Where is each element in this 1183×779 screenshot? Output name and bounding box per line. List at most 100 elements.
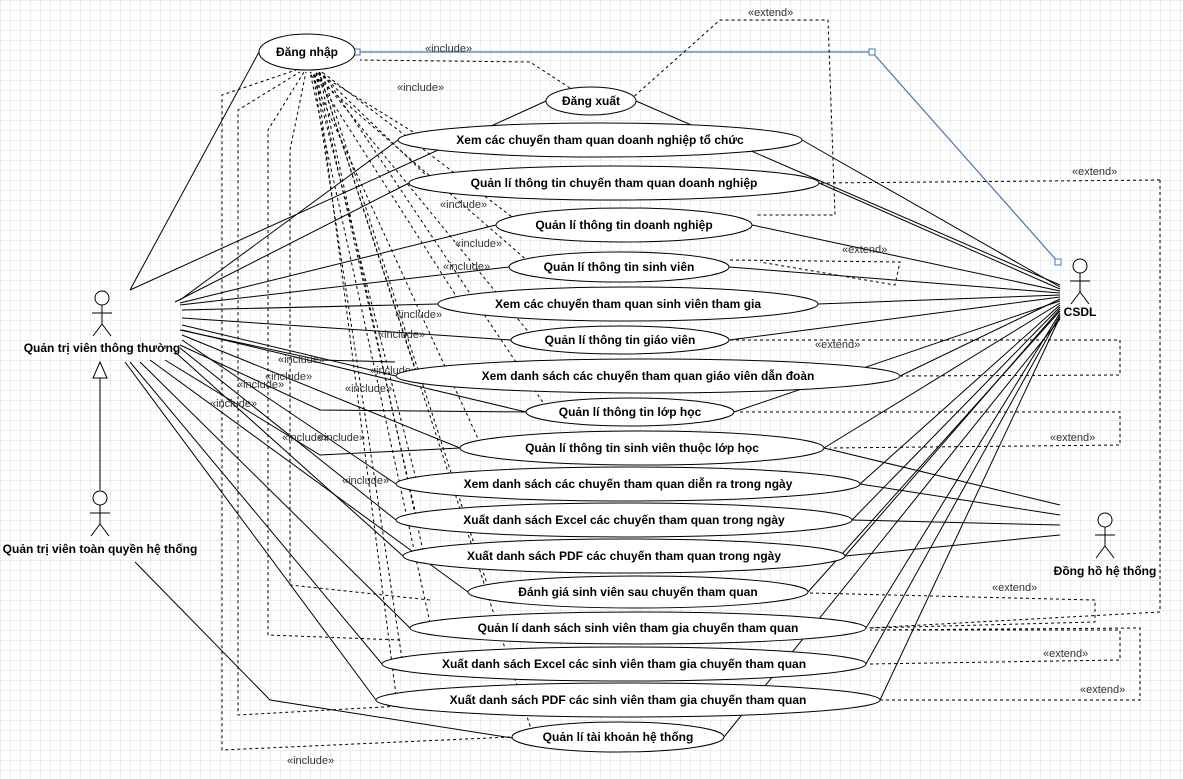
association-line-db-8 [733,300,1061,413]
use-case-ellipse[interactable] [495,207,753,243]
stereotype-label-4: «include» [443,261,490,273]
connector-handle-1[interactable] [868,48,876,56]
actor-superadmin[interactable]: Quản trị viên toàn quyền hệ thống [3,490,198,556]
actor-head [92,490,108,506]
stereotype-label-11: «include» [345,383,392,395]
include-line-13 [318,71,424,552]
connector-handle-2[interactable] [1054,258,1062,266]
use-case-label: Đánh giá sinh viên sau chuyến tham quan [518,585,757,599]
use-case-uc13[interactable]: Đánh giá sinh viên sau chuyến tham quan [467,575,809,609]
use-case-ellipse[interactable] [459,430,825,466]
include-line-9 [321,71,547,408]
use-case-ellipse[interactable] [397,122,803,158]
stereotype-label-13: «include» [318,432,365,444]
use-case-ellipse[interactable] [408,165,820,201]
actor-label: Đồng hồ hệ thống [1054,564,1157,578]
association-line-db-16 [879,316,1061,701]
use-case-ellipse[interactable] [510,325,730,355]
stereotype-label-14: «include» [342,475,389,487]
association-line-superadmin [134,561,513,739]
use-case-uc12[interactable]: Xuất danh sách PDF các chuyến tham quan … [402,538,846,574]
stereotype-label-9: «include» [237,379,284,391]
use-case-label: Xuất danh sách Excel các sinh viên tham … [442,657,806,671]
association-line-db-12 [844,308,1061,557]
use-case-label: Xem danh sách các chuyến tham quan diễn … [464,476,793,491]
association-line-admin-10 [181,334,461,449]
use-case-uc16[interactable]: Xuất danh sách PDF các sinh viên tham gi… [375,682,881,718]
include-loop-outer [221,69,511,751]
association-line-admin-3 [174,182,410,303]
include-line-12 [315,71,417,516]
use-case-uc14[interactable]: Quản lí danh sách sinh viên tham gia chu… [409,611,867,645]
use-case-uc1[interactable]: Xem các chuyến tham quan doanh nghiệp tổ… [397,122,803,158]
use-case-uc15[interactable]: Xuất danh sách Excel các sinh viên tham … [381,646,867,682]
use-case-ellipse[interactable] [375,682,881,718]
association-line-admin-16 [129,361,383,665]
use-case-uc7[interactable]: Xem danh sách các chuyến tham quan giáo … [395,358,901,394]
actor-leg-right [1104,545,1115,559]
stereotype-label-23: «extend» [1043,648,1088,660]
use-case-uc6[interactable]: Quản lí thông tin giáo viên [510,325,730,355]
use-case-ellipse[interactable] [467,575,809,609]
actor-db[interactable]: CSDL [1064,258,1097,319]
use-case-ellipse[interactable] [402,538,846,574]
use-case-logout[interactable]: Đăng xuất [545,86,637,116]
use-case-ellipse[interactable] [395,502,853,538]
use-case-ellipse[interactable] [381,646,867,682]
association-line-clock-2 [851,519,1061,526]
use-case-uc10[interactable]: Xem danh sách các chuyến tham quan diễn … [395,466,861,502]
stereotype-label-15: «include» [287,755,334,767]
association-line-db-1 [801,139,1061,288]
use-case-label: Quản lí thông tin giáo viên [545,333,696,347]
actor-head [1097,512,1113,528]
use-case-uc9[interactable]: Quản lí thông tin sinh viên thuộc lớp họ… [459,430,825,466]
use-case-ellipse[interactable] [395,358,901,394]
use-case-ellipse[interactable] [508,251,730,283]
use-case-uc2[interactable]: Quản lí thông tin chuyến tham quan doanh… [408,165,820,201]
actor-clock[interactable]: Đồng hồ hệ thống [1054,512,1157,578]
include-line-14 [321,71,489,588]
use-case-ellipse[interactable] [525,397,735,427]
actor-admin[interactable]: Quản trị viên thông thường [24,290,181,355]
use-case-label: Đăng nhập [276,45,338,59]
include-line-5 [309,71,530,263]
association-line-admin-13 [174,351,404,557]
use-case-uc17[interactable]: Quản lí tài khoản hệ thống [511,721,725,753]
use-case-ellipse[interactable] [409,611,867,645]
extend-line-5 [730,339,1121,377]
association-line-clock-1 [859,483,1061,516]
actor-label: Quản trị viên thông thường [24,341,181,355]
use-case-ellipse[interactable] [395,466,861,502]
use-case-uc11[interactable]: Xuất danh sách Excel các chuyến tham qua… [395,502,853,538]
association-lines [92,48,1062,739]
use-case-login[interactable]: Đăng nhập [258,33,356,71]
association-line-db-6 [728,296,1061,341]
extend-line-9 [869,627,1141,701]
association-line-admin-5 [179,266,510,306]
use-case-uc8[interactable]: Quản lí thông tin lớp học [525,397,735,427]
association-line-db-2 [818,182,1061,290]
use-case-ellipse[interactable] [437,286,819,322]
stereotype-label-18: «extend» [1072,166,1117,178]
use-case-ellipse[interactable] [511,721,725,753]
association-line-clock-3 [844,534,1061,557]
use-case-uc3[interactable]: Quản lí thông tin doanh nghiệp [495,207,753,243]
use-case-uc4[interactable]: Quản lí thông tin sinh viên [508,251,730,283]
use-case-label: Quản lí thông tin sinh viên thuộc lớp họ… [525,441,759,455]
association-line-admin-2 [179,139,399,301]
extend-line-6 [740,411,1121,449]
use-case-uc5[interactable]: Xem các chuyến tham quan sinh viên tham … [437,286,819,322]
use-case-label: Quản lí thông tin sinh viên [544,260,695,274]
include-line-15 [309,71,431,624]
stereotype-label-1: «include» [397,82,444,94]
stereotype-label-21: «extend» [1050,432,1095,444]
use-case-ellipse[interactable] [545,86,637,116]
association-line-db-5 [817,294,1061,305]
use-case-ellipse[interactable] [258,33,356,71]
association-line-admin-11 [181,339,397,485]
stereotype-label-7: «include» [278,354,325,366]
actor-leg-left [90,523,101,537]
include-line-17 [315,71,397,696]
